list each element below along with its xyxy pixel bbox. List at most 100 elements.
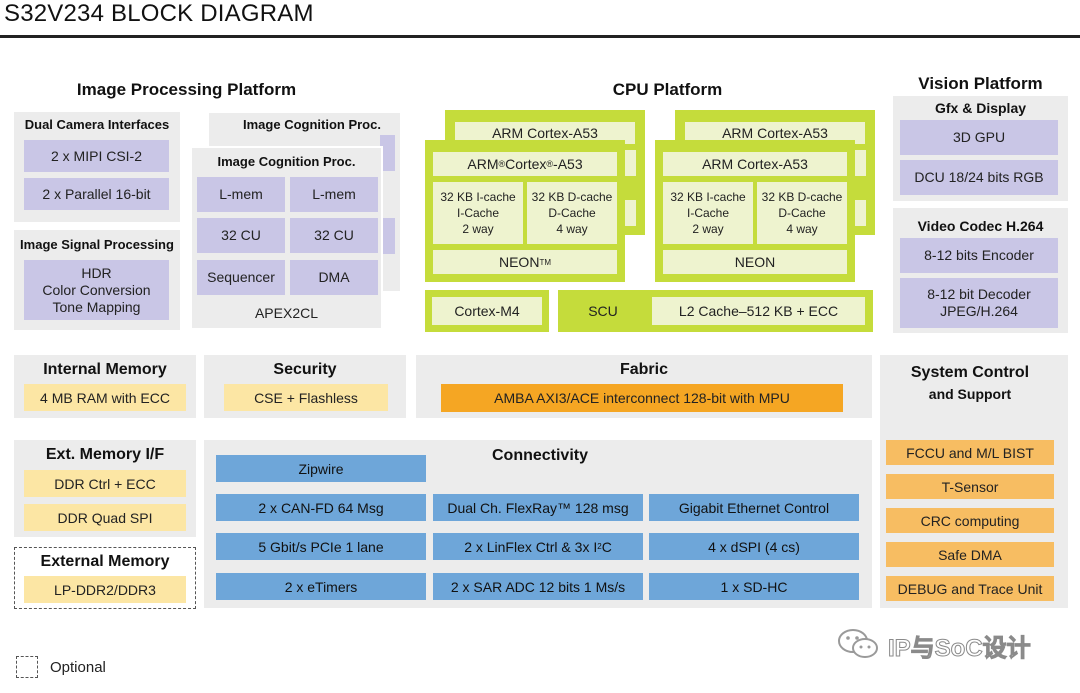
tsensor-block: T-Sensor [886, 474, 1054, 499]
dcu-block: DCU 18/24 bits RGB [900, 160, 1058, 195]
decoder-line1: 8-12 bit Decoder [927, 286, 1031, 302]
cu-block-1: 32 CU [197, 218, 285, 253]
zipwire-block: Zipwire [216, 455, 426, 482]
title-rule [0, 35, 1080, 38]
icache-way: 2 way [462, 222, 494, 236]
sequencer-block: Sequencer [197, 260, 285, 295]
optional-legend-swatch [16, 656, 38, 678]
ddr-quad-spi-block: DDR Quad SPI [24, 504, 186, 531]
isp-block: HDR Color Conversion Tone Mapping [24, 260, 169, 320]
cognition-title: Image Cognition Proc. [217, 154, 356, 169]
debug-trace-block: DEBUG and Trace Unit [886, 576, 1054, 601]
cluster-a-dcache: 32 KB D-cache D-Cache 4 way [527, 182, 617, 244]
gigabit-ethernet-block: Gigabit Ethernet Control [649, 494, 859, 521]
cse-block: CSE + Flashless [224, 384, 388, 411]
icache-name: I-Cache [686, 206, 730, 220]
safe-dma-block: Safe DMA [886, 542, 1054, 567]
neon-label: NEON [498, 254, 540, 270]
ram-block: 4 MB RAM with ECC [24, 384, 186, 411]
dcache-way: 4 way [556, 222, 588, 236]
lmem-block-2: L-mem [290, 177, 378, 212]
encoder-block: 8-12 bits Encoder [900, 238, 1058, 273]
cluster-a-title: ARM® Cortex®-A53 [433, 152, 617, 176]
cognition-back-cell [380, 218, 395, 254]
isp-title: Image Signal Processing [20, 237, 174, 252]
gpu-block: 3D GPU [900, 120, 1058, 155]
wechat-icon [836, 626, 882, 662]
icache-name: I-Cache [456, 206, 500, 220]
system-control-subtitle: and Support [928, 386, 1012, 402]
linflex-label: 2 x LinFlex Ctrl & 3x I [464, 538, 598, 555]
internal-memory-title: Internal Memory [43, 361, 167, 378]
cluster-a-title-cortex: Cortex [505, 156, 547, 172]
isp-tone: Tone Mapping [52, 298, 141, 315]
decoder-block: 8-12 bit Decoder JPEG/H.264 [900, 278, 1058, 328]
cognition-back-cell [380, 135, 395, 171]
flexray-block: Dual Ch. FlexRay™ 128 msg [433, 494, 643, 521]
cluster-b-neon: NEON [663, 250, 847, 274]
cortex-m4-block: Cortex-M4 [432, 297, 542, 325]
dcache-way: 4 way [786, 222, 818, 236]
isp-hdr: HDR [81, 264, 112, 281]
ext-memory-if-title: Ext. Memory I/F [45, 446, 165, 463]
pcie-block: 5 Gbit/s PCIe 1 lane [216, 533, 426, 560]
icache-way: 2 way [692, 222, 724, 236]
cpu-header: CPU Platform [612, 80, 723, 99]
watermark-text: IP与SoC设计 [888, 635, 1032, 663]
external-memory-title: External Memory [40, 553, 170, 570]
l2-cache-block: L2 Cache–512 KB + ECC [652, 297, 865, 325]
system-control-title: System Control [910, 364, 1030, 381]
cluster-b-icache: 32 KB I-cache I-Cache 2 way [663, 182, 753, 244]
optional-legend-label: Optional [50, 659, 106, 676]
icache-size: 32 KB I-cache [670, 190, 746, 204]
image-processing-header: Image Processing Platform [76, 80, 297, 99]
cluster-a-back-title: ARM Cortex-A53 [455, 122, 635, 144]
crc-block: CRC computing [886, 508, 1054, 533]
etimers-block: 2 x eTimers [216, 573, 426, 600]
cu-block-2: 32 CU [290, 218, 378, 253]
dcache-size: 32 KB D-cache [761, 190, 843, 204]
cluster-a-icache: 32 KB I-cache I-Cache 2 way [433, 182, 523, 244]
cluster-b-back-title: ARM Cortex-A53 [685, 122, 865, 144]
reg-mark: ® [546, 159, 554, 169]
dma-block: DMA [290, 260, 378, 295]
dcache-size: 32 KB D-cache [531, 190, 613, 204]
scu-label: SCU [588, 303, 618, 319]
cognition-back-title: Image Cognition Proc. [243, 117, 381, 132]
cluster-a-title-model: -A53 [553, 156, 583, 172]
gfx-title: Gfx & Display [934, 100, 1027, 116]
i2c-sup: 2 [597, 542, 602, 551]
apex-label: APEX2CL [254, 305, 319, 321]
sar-adc-block: 2 x SAR ADC 12 bits 1 Ms/s [433, 573, 643, 600]
fabric-title: Fabric [619, 361, 668, 378]
i2c-suffix: C [601, 538, 612, 555]
amba-interconnect-block: AMBA AXI3/ACE interconnect 128-bit with … [441, 384, 843, 412]
security-title: Security [273, 361, 337, 378]
mipi-csi-block: 2 x MIPI CSI-2 [24, 140, 169, 172]
parallel-block: 2 x Parallel 16-bit [24, 178, 169, 210]
isp-color: Color Conversion [42, 281, 151, 298]
cluster-b-dcache: 32 KB D-cache D-Cache 4 way [757, 182, 847, 244]
icache-size: 32 KB I-cache [440, 190, 516, 204]
connectivity-title: Connectivity [491, 447, 588, 464]
cluster-b-title: ARM Cortex-A53 [663, 152, 847, 176]
can-fd-block: 2 x CAN-FD 64 Msg [216, 494, 426, 521]
vision-header: Vision Platform [918, 74, 1043, 93]
lpddr-block: LP-DDR2/DDR3 [24, 576, 186, 603]
dual-camera-title: Dual Camera Interfaces [24, 117, 170, 132]
dcache-name: D-Cache [548, 206, 596, 220]
codec-title: Video Codec H.264 [917, 218, 1044, 234]
dcache-name: D-Cache [778, 206, 826, 220]
cluster-a-title-arm: ARM [467, 156, 499, 172]
reg-mark: ® [498, 159, 506, 169]
tm-mark: TM [539, 257, 551, 267]
ddr-ctrl-block: DDR Ctrl + ECC [24, 470, 186, 497]
sd-hc-block: 1 x SD-HC [649, 573, 859, 600]
page-title: S32V234 BLOCK DIAGRAM [4, 0, 314, 27]
lmem-block-1: L-mem [197, 177, 285, 212]
dspi-block: 4 x dSPI (4 cs) [649, 533, 859, 560]
decoder-line2: JPEG/H.264 [940, 303, 1018, 319]
fccu-block: FCCU and M/L BIST [886, 440, 1054, 465]
